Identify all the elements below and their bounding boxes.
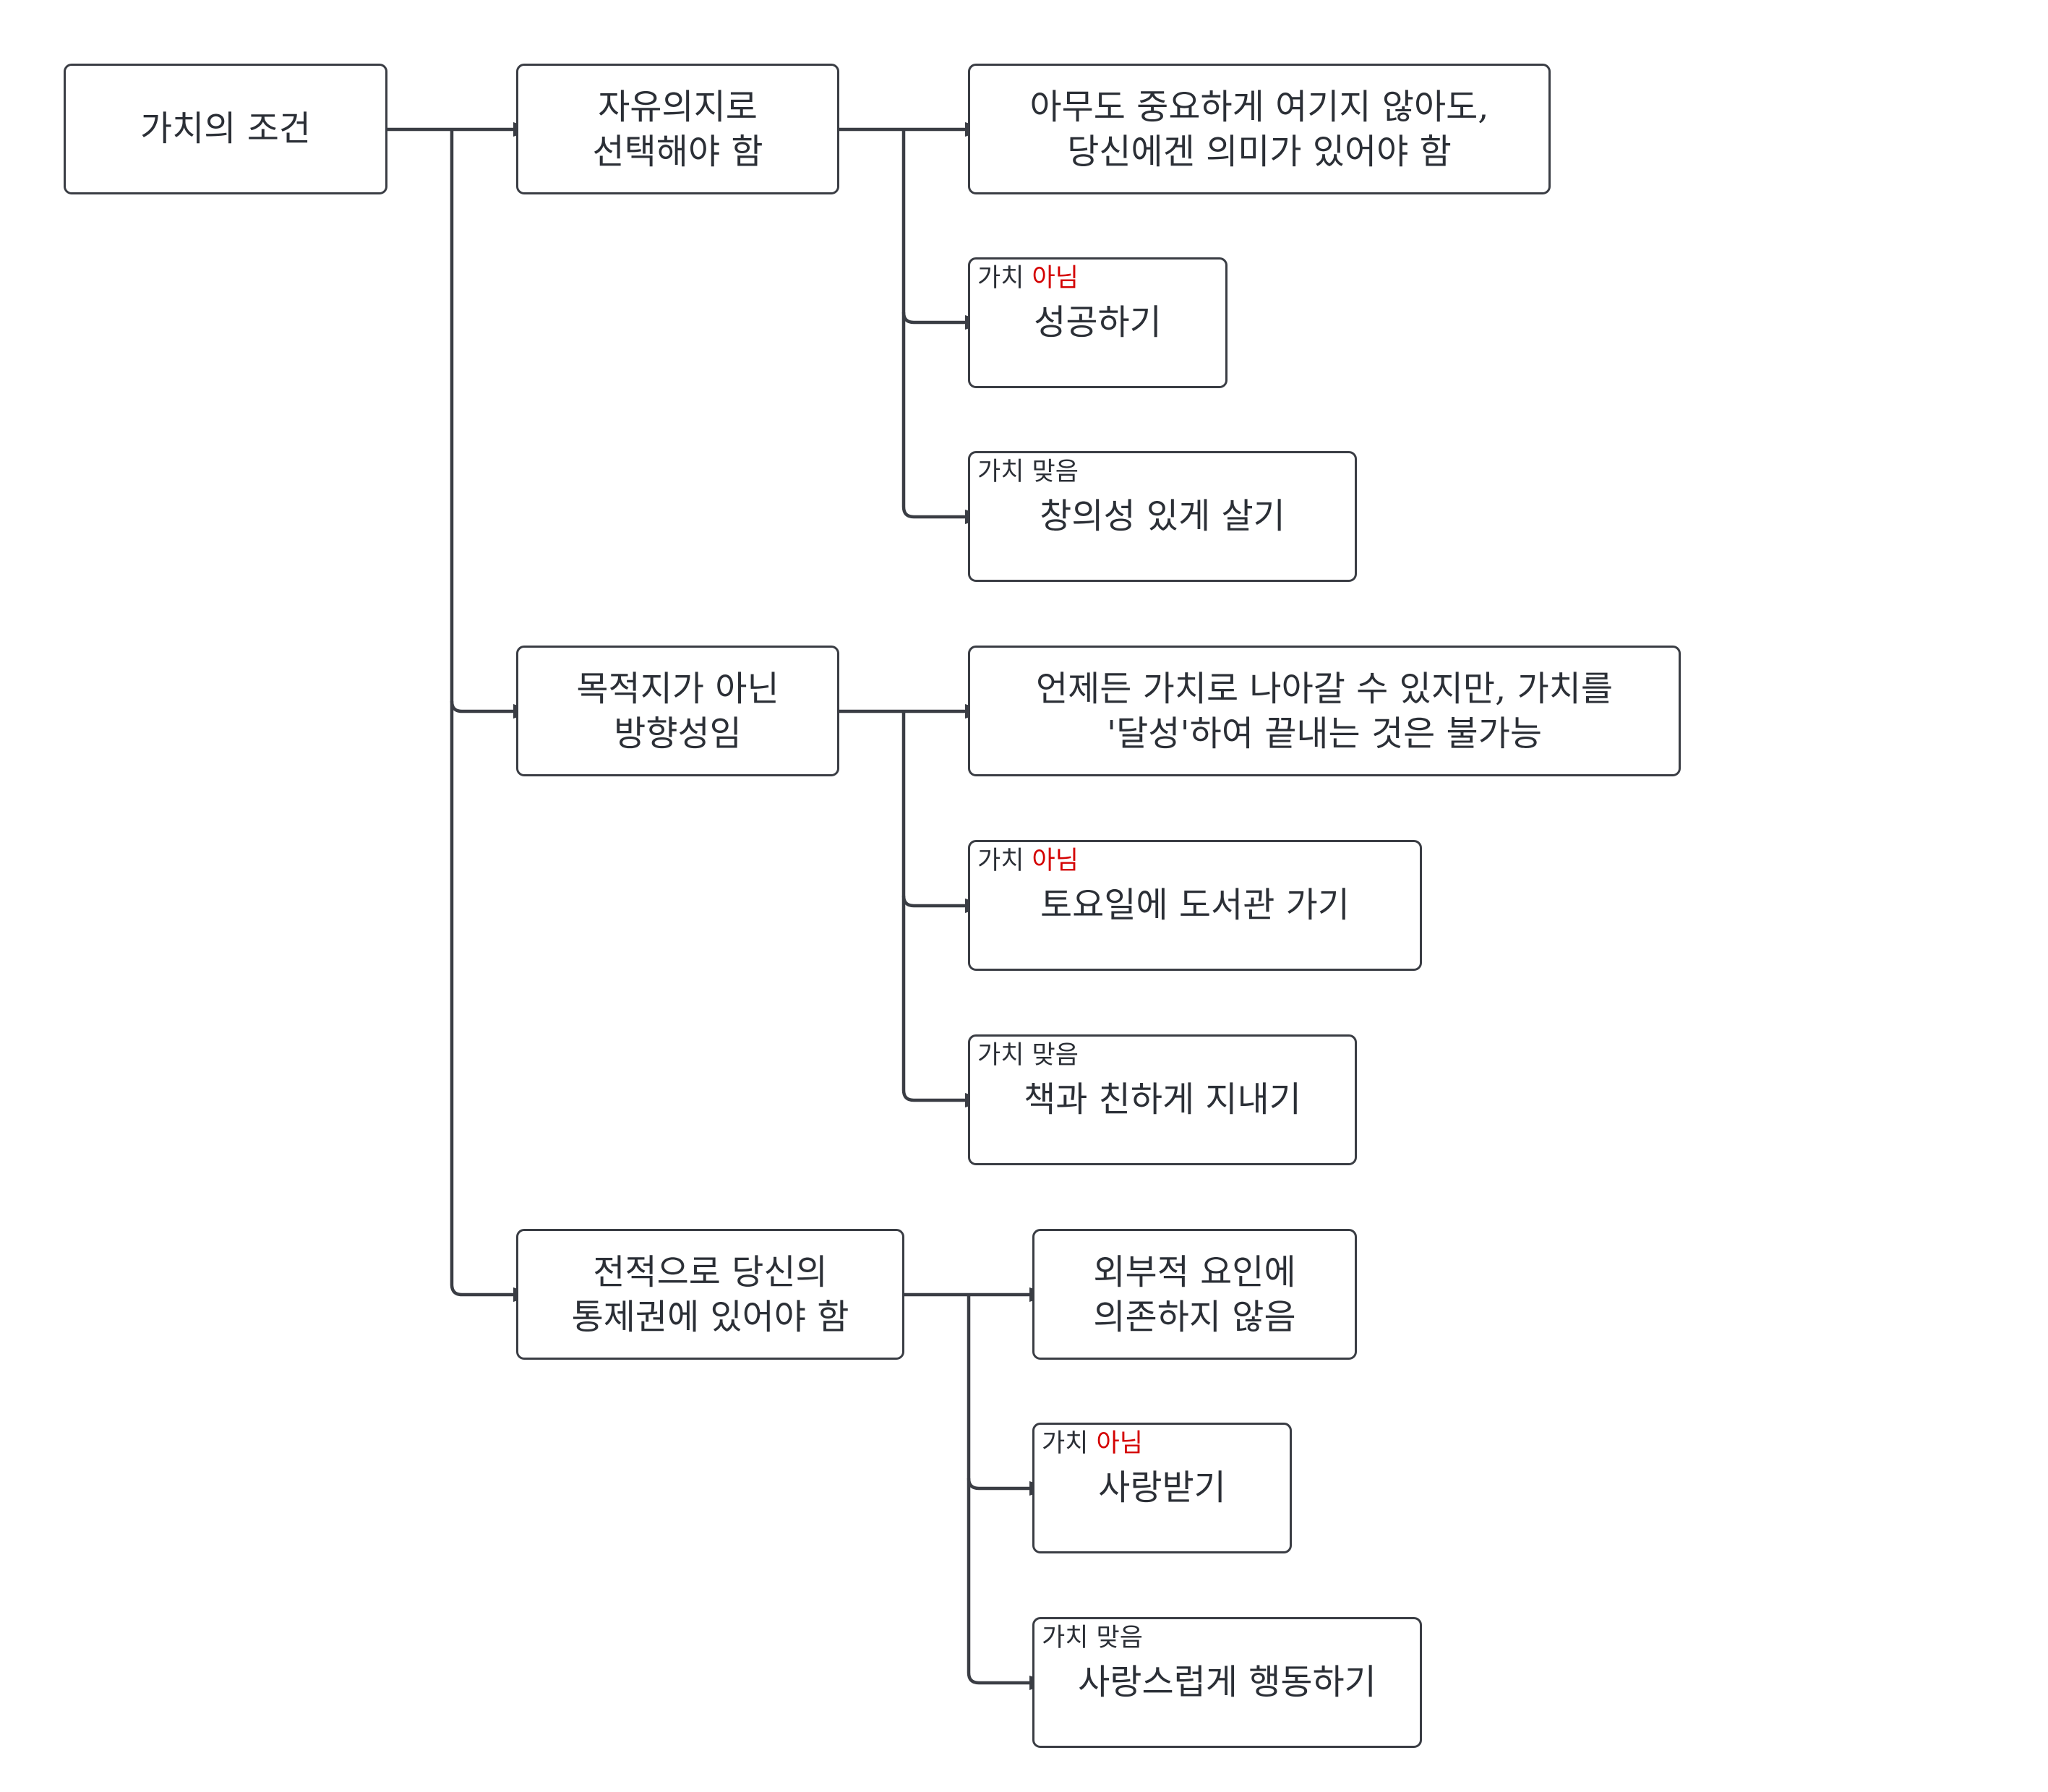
branch-label-line: 방향성임 — [614, 713, 742, 754]
leaf-node-is-value-loving[interactable]: 가치 맞음 사랑스럽게 행동하기 — [1032, 1617, 1422, 1748]
leaf-label-line: 성공하기 — [1034, 302, 1162, 343]
leaf-node-meaning-to-you[interactable]: 아무도 중요하게 여기지 않아도, 당신에겐 의미가 있어야 함 — [968, 64, 1551, 194]
value-tag: 가치 아님 — [977, 845, 1079, 877]
connector-root-branch-2 — [450, 700, 513, 713]
tag-prefix: 가치 맞음 — [977, 1041, 1079, 1070]
leaf-node-not-value-success[interactable]: 가치 아님 성공하기 — [968, 257, 1227, 388]
root-label: 가치의 조건 — [140, 108, 312, 149]
branch-label-line: 자유의지로 — [598, 87, 758, 127]
leaf-label-line: 언제든 가치로 나아갈 수 있지만, 가치를 — [1035, 669, 1614, 709]
leaf-node-not-value-being-loved[interactable]: 가치 아님 사랑받기 — [1032, 1423, 1292, 1553]
connector-b2-child-2 — [901, 895, 965, 908]
leaf-node-never-achieved[interactable]: 언제든 가치로 나아갈 수 있지만, 가치를 '달성'하여 끝내는 것은 불가능 — [968, 646, 1681, 776]
tag-prefix: 가치 — [977, 846, 1032, 875]
value-tag: 가치 맞음 — [1042, 1622, 1143, 1654]
tag-prefix: 가치 맞음 — [977, 458, 1079, 486]
branch-node-control[interactable]: 전적으로 당신의 통제권에 있어야 함 — [516, 1229, 904, 1360]
leaf-node-not-external[interactable]: 외부적 요인에 의존하지 않음 — [1032, 1229, 1357, 1360]
leaf-label-line: 의존하지 않음 — [1093, 1297, 1296, 1337]
leaf-label-line: 책과 친하게 지내기 — [1024, 1079, 1301, 1120]
not-value-marker: 아님 — [1096, 1429, 1143, 1458]
branch-label-line: 통제권에 있어야 함 — [571, 1297, 849, 1337]
branch-label-line: 목적지가 아닌 — [576, 669, 779, 709]
value-tag: 가치 맞음 — [977, 1039, 1079, 1071]
leaf-label-line: 창의성 있게 살기 — [1040, 496, 1285, 536]
leaf-label-line: 토요일에 도서관 가기 — [1040, 885, 1350, 925]
tag-prefix: 가치 맞음 — [1042, 1624, 1143, 1652]
leaf-label-line: 당신에겐 의미가 있어야 함 — [1067, 132, 1452, 172]
value-tag: 가치 맞음 — [977, 456, 1079, 488]
leaf-label-line: 사랑받기 — [1098, 1467, 1226, 1508]
connector-b3-child-2 — [967, 1478, 1029, 1491]
branch-label-line: 전적으로 당신의 — [593, 1252, 828, 1292]
branch-label-line: 선택해야 함 — [592, 132, 763, 172]
connector-b2-trunk — [901, 711, 965, 1102]
leaf-node-is-value-creativity[interactable]: 가치 맞음 창의성 있게 살기 — [968, 451, 1357, 582]
not-value-marker: 아님 — [1032, 264, 1079, 293]
not-value-marker: 아님 — [1032, 846, 1079, 875]
tag-prefix: 가치 — [977, 264, 1032, 293]
branch-node-direction[interactable]: 목적지가 아닌 방향성임 — [516, 646, 839, 776]
branch-node-free-will[interactable]: 자유의지로 선택해야 함 — [516, 64, 839, 194]
tag-prefix: 가치 — [1042, 1429, 1097, 1458]
leaf-label-line: 사랑스럽게 행동하기 — [1078, 1662, 1376, 1702]
root-node[interactable]: 가치의 조건 — [64, 64, 387, 194]
leaf-label-line: 외부적 요인에 — [1093, 1252, 1296, 1292]
connector-b1-child-2 — [901, 312, 965, 325]
leaf-label-line: '달성'하여 끝내는 것은 불가능 — [1106, 713, 1543, 754]
leaf-node-not-value-library[interactable]: 가치 아님 토요일에 도서관 가기 — [968, 840, 1422, 971]
leaf-label-line: 아무도 중요하게 여기지 않아도, — [1029, 87, 1489, 127]
value-tag: 가치 아님 — [977, 262, 1079, 294]
connector-b1-trunk — [901, 129, 965, 519]
leaf-node-is-value-books[interactable]: 가치 맞음 책과 친하게 지내기 — [968, 1034, 1357, 1165]
connector-root-trunk — [450, 129, 513, 1297]
connector-b3-trunk — [967, 1295, 1029, 1685]
value-tag: 가치 아님 — [1042, 1428, 1143, 1459]
